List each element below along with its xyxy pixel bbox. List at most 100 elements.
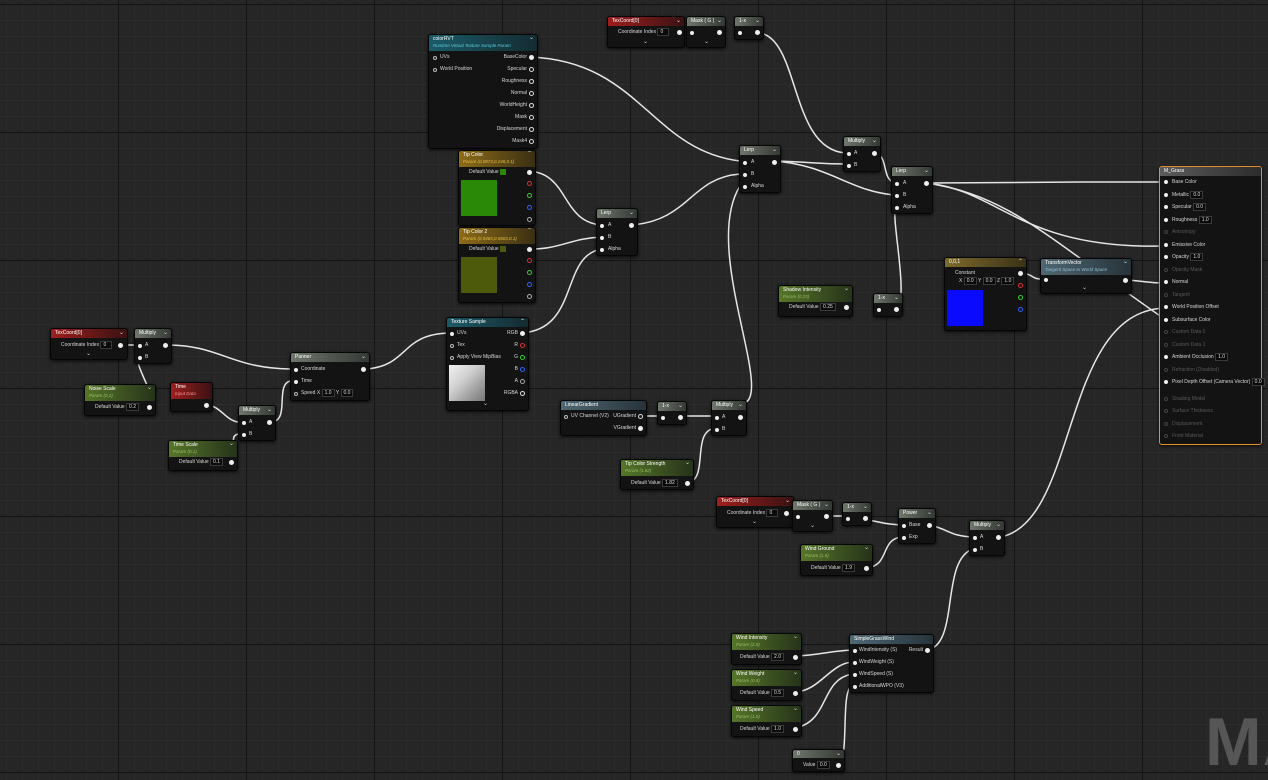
output-pin[interactable] bbox=[784, 511, 789, 516]
input-pin[interactable] bbox=[294, 380, 298, 384]
input-pin[interactable] bbox=[853, 661, 857, 665]
input-pin[interactable] bbox=[433, 56, 437, 60]
chevron-down-icon[interactable]: ⌄ bbox=[792, 634, 798, 640]
output-pin[interactable] bbox=[520, 391, 525, 396]
input-pin[interactable] bbox=[242, 421, 246, 425]
input-pin[interactable] bbox=[715, 416, 719, 420]
chevron-down-icon[interactable]: ⌄ bbox=[835, 751, 841, 757]
material-input-pin[interactable] bbox=[1164, 434, 1168, 438]
input-pin[interactable] bbox=[600, 236, 604, 240]
z-value-input[interactable]: 1.0 bbox=[1001, 277, 1015, 285]
chevron-down-icon[interactable]: ⌄ bbox=[716, 18, 722, 24]
output-pin[interactable] bbox=[204, 403, 209, 408]
output-pin-b[interactable] bbox=[527, 282, 532, 287]
color-swatch-small[interactable] bbox=[500, 168, 507, 175]
material-input-pin[interactable] bbox=[1164, 292, 1168, 297]
output-pin[interactable] bbox=[924, 181, 929, 186]
material-pin-value[interactable]: 1.0 bbox=[1198, 215, 1212, 224]
output-pin[interactable] bbox=[529, 115, 534, 120]
output-pin[interactable] bbox=[529, 55, 534, 60]
output-pin[interactable] bbox=[925, 648, 930, 653]
input-pin[interactable] bbox=[853, 673, 857, 677]
default-value-input[interactable]: 0.5 bbox=[771, 689, 784, 697]
one-minus-node-bottom[interactable]: 1-x⌄ bbox=[842, 502, 872, 526]
material-input-pin[interactable] bbox=[1164, 255, 1168, 259]
chevron-down-icon[interactable]: ⌄ bbox=[1122, 259, 1128, 265]
input-pin[interactable] bbox=[847, 152, 851, 156]
chevron-down-icon[interactable]: ⌄ bbox=[792, 670, 798, 676]
output-pin-g[interactable] bbox=[520, 355, 525, 360]
output-pin[interactable] bbox=[529, 139, 534, 144]
input-pin[interactable] bbox=[853, 685, 857, 689]
output-pin-r[interactable] bbox=[520, 343, 525, 348]
output-pin[interactable] bbox=[163, 343, 168, 348]
output-pin[interactable] bbox=[229, 460, 234, 465]
chevron-up-icon[interactable]: ⌃ bbox=[526, 228, 532, 234]
chevron-down-icon[interactable]: ⌄ bbox=[86, 351, 92, 357]
input-pin[interactable] bbox=[1044, 278, 1048, 282]
input-pin[interactable] bbox=[973, 548, 977, 552]
chevron-down-icon[interactable]: ⌄ bbox=[483, 401, 489, 407]
default-value-input[interactable]: 1.0 bbox=[771, 725, 784, 733]
material-input-pin[interactable] bbox=[1164, 380, 1168, 384]
input-pin[interactable] bbox=[450, 344, 454, 348]
output-pin[interactable] bbox=[772, 160, 777, 165]
mask-node-bottom[interactable]: Mask ( G )⌄ ⌄ bbox=[792, 500, 833, 532]
linear-gradient-node[interactable]: LinearGradient UV Channel (V2) UGradient… bbox=[560, 400, 647, 436]
input-pin[interactable] bbox=[294, 368, 298, 372]
material-pin-value[interactable]: 1.0 bbox=[1215, 353, 1229, 361]
material-input-pin[interactable] bbox=[1164, 180, 1168, 184]
output-pin[interactable] bbox=[118, 343, 123, 348]
input-pin[interactable] bbox=[661, 416, 665, 420]
chevron-down-icon[interactable]: ⌄ bbox=[810, 523, 816, 529]
input-pin[interactable] bbox=[743, 173, 747, 177]
input-pin[interactable] bbox=[895, 182, 899, 186]
chevron-down-icon[interactable]: ⌄ bbox=[643, 39, 649, 45]
lerp-node-top[interactable]: Lerp⌄ A B Alpha bbox=[739, 145, 781, 193]
input-pin[interactable] bbox=[846, 517, 850, 521]
chevron-up-icon[interactable]: ⌃ bbox=[519, 319, 525, 325]
input-pin[interactable] bbox=[902, 536, 906, 540]
default-value-input[interactable]: 0.25 bbox=[820, 303, 836, 311]
output-pin[interactable] bbox=[678, 415, 683, 420]
material-input-pin[interactable] bbox=[1164, 205, 1168, 209]
input-pin[interactable] bbox=[138, 356, 142, 360]
output-pin-a[interactable] bbox=[520, 379, 525, 384]
texcoord-node-bottom[interactable]: TexCoord[0]⌄ Coordinate Index 0 ⌄ bbox=[716, 496, 794, 528]
output-pin[interactable] bbox=[527, 247, 532, 252]
input-pin[interactable] bbox=[433, 68, 437, 72]
output-pin[interactable] bbox=[520, 331, 525, 336]
output-pin[interactable] bbox=[677, 30, 682, 35]
chevron-down-icon[interactable]: ⌄ bbox=[752, 519, 758, 525]
material-pin-value[interactable]: 0.0 bbox=[1193, 203, 1207, 211]
input-pin[interactable] bbox=[600, 224, 604, 228]
chevron-down-icon[interactable]: ⌄ bbox=[704, 39, 710, 45]
material-input-pin[interactable] bbox=[1164, 367, 1168, 372]
input-pin[interactable] bbox=[690, 31, 694, 35]
material-input-pin[interactable] bbox=[1164, 330, 1168, 334]
output-pin[interactable] bbox=[717, 30, 722, 35]
output-pin-g[interactable] bbox=[527, 193, 532, 198]
input-pin[interactable] bbox=[796, 515, 800, 519]
material-input-pin[interactable] bbox=[1164, 409, 1168, 413]
chevron-down-icon[interactable]: ⌄ bbox=[893, 295, 899, 301]
multiply-node-bottom[interactable]: Multiply⌄ A B bbox=[969, 520, 1005, 556]
output-pin[interactable] bbox=[793, 655, 798, 660]
material-input-pin[interactable] bbox=[1164, 242, 1168, 247]
output-pin[interactable] bbox=[527, 170, 532, 175]
output-pin[interactable] bbox=[755, 30, 760, 35]
default-value-input[interactable]: 1.82 bbox=[662, 479, 678, 487]
output-pin[interactable] bbox=[1018, 271, 1023, 276]
output-pin[interactable] bbox=[529, 79, 534, 84]
coordinate-index-value[interactable]: 0 bbox=[100, 341, 113, 349]
lerp-node-mid[interactable]: Lerp⌄ A B Alpha bbox=[596, 208, 638, 256]
input-pin[interactable] bbox=[600, 248, 604, 252]
